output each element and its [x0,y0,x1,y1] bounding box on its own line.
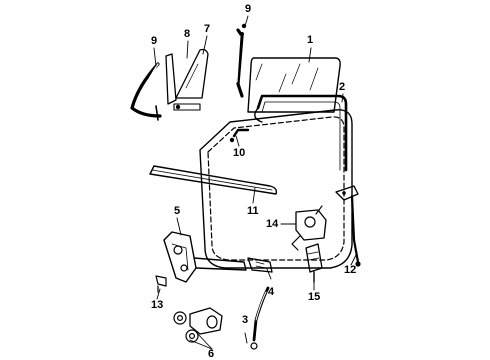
callout-3: 3 [242,314,249,326]
retainer-clip [155,275,167,293]
callout-7: 7 [204,23,211,35]
leader-lines [153,15,357,350]
callout-14: 14 [266,218,279,230]
callout-13: 13 [151,299,164,311]
glass-run-channel [254,94,348,172]
callout-5: 5 [174,205,181,217]
window-regulator [163,231,247,283]
callout-2: 2 [339,81,346,93]
door-lock [291,205,327,251]
upper-molding [236,23,247,98]
regulator-motor [173,307,223,343]
inside-handle [247,257,273,273]
belt-weatherstrip [149,165,278,195]
callout-12: 12 [344,264,357,276]
control-rod [250,286,270,350]
callout-4: 4 [268,286,275,298]
callout-1: 1 [307,34,314,46]
rear-guide [335,185,361,267]
callout-10: 10 [233,147,246,159]
vent-frame [165,53,201,111]
handle-actuator [305,243,323,283]
vent-glass [175,48,209,99]
callout-9-top: 9 [245,3,252,15]
callout-6: 6 [208,348,215,360]
division-bar [229,128,250,143]
callout-9-left: 9 [151,35,158,47]
door-glass [247,57,341,113]
front-weatherstrip [130,62,162,121]
callout-11: 11 [247,205,259,217]
callout-15: 15 [308,291,321,303]
callout-8: 8 [184,28,191,40]
